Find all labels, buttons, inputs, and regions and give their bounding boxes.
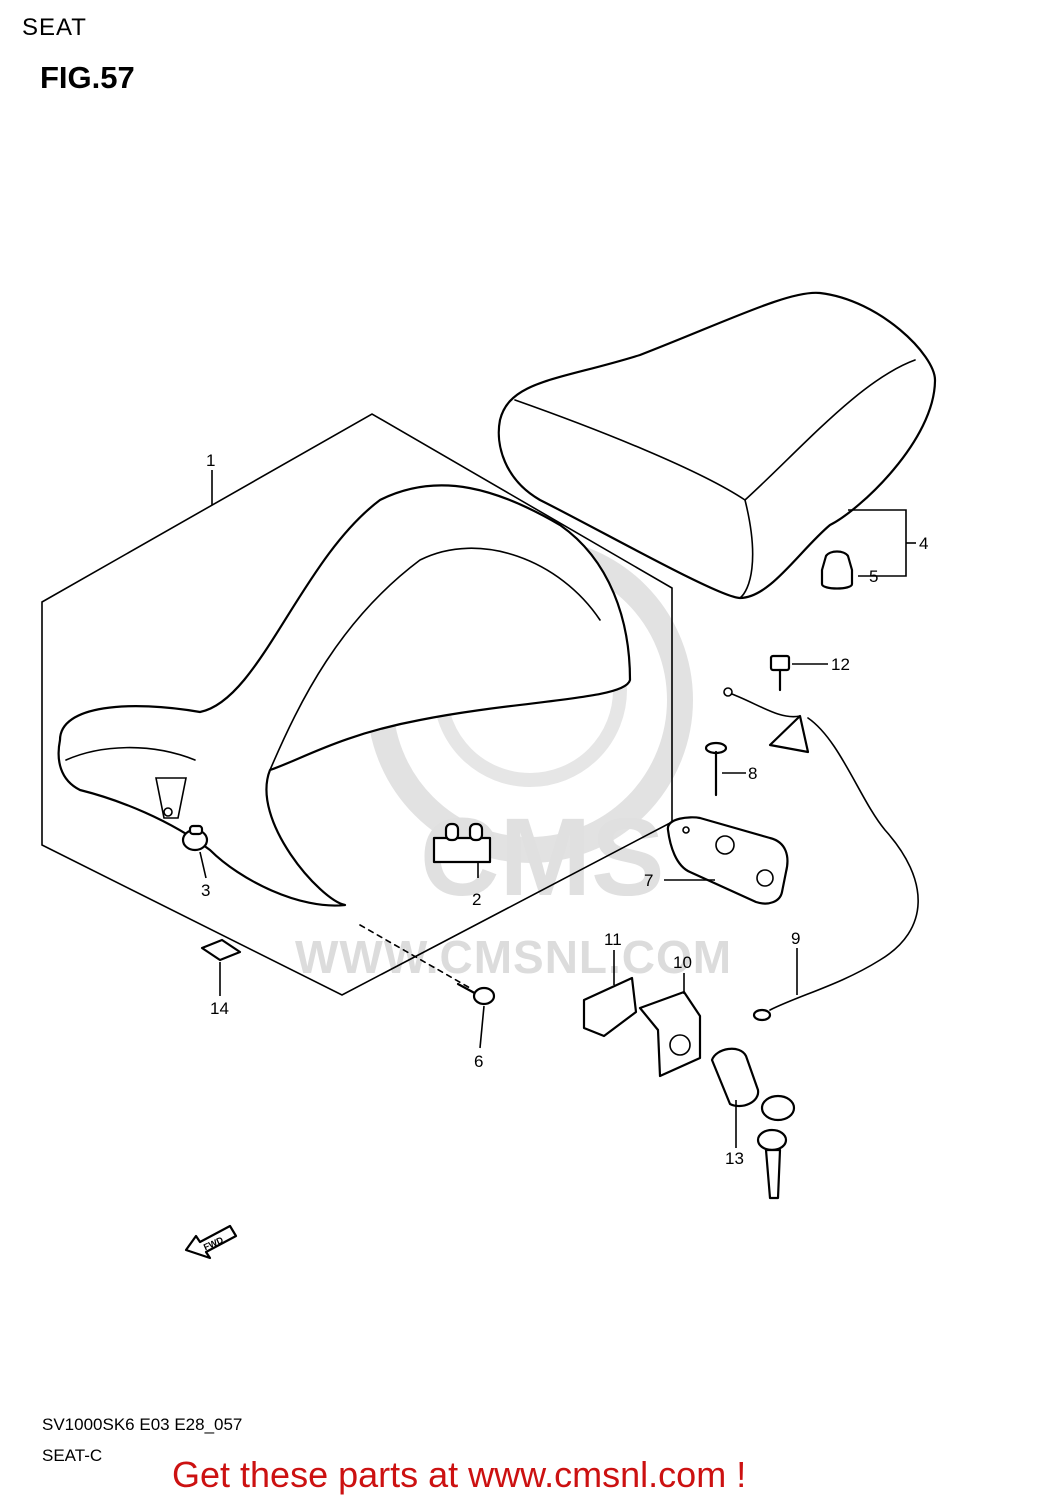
parts-link[interactable]: Get these parts at www.cmsnl.com ! — [172, 1454, 747, 1495]
part-8-screw[interactable] — [704, 741, 728, 797]
callout-10: 10 — [673, 953, 692, 972]
callout-5: 5 — [869, 567, 878, 586]
part-5-cushion-bumper[interactable] — [820, 550, 854, 590]
callout-8: 8 — [748, 764, 757, 783]
callout-numbers: 1 2 3 4 5 6 7 8 9 10 11 12 13 14 — [201, 451, 928, 1168]
callout-2: 2 — [472, 890, 481, 909]
part-11-clip[interactable] — [582, 976, 638, 1038]
fwd-arrow-label: FWD — [202, 1235, 225, 1253]
callout-6: 6 — [474, 1052, 483, 1071]
model-code: SV1000SK6 E03 E28_057 — [42, 1415, 243, 1434]
callout-14: 14 — [210, 999, 229, 1018]
part-14-label[interactable] — [200, 938, 242, 962]
callout-7: 7 — [644, 871, 653, 890]
callout-3: 3 — [201, 881, 210, 900]
figure-number: FIG.57 — [40, 60, 135, 95]
part-6-bolt[interactable] — [359, 924, 496, 1006]
callout-9: 9 — [791, 929, 800, 948]
watermark-url: WWW.CMSNL.COM — [295, 931, 733, 983]
part-12-bolt[interactable] — [769, 654, 791, 692]
part-7-seat-lock[interactable] — [666, 816, 789, 905]
part-3-seat-cushion[interactable] — [181, 824, 209, 852]
part-4-rear-seat[interactable] — [497, 291, 937, 600]
callout-12: 12 — [831, 655, 850, 674]
part-10-bracket[interactable] — [638, 990, 702, 1078]
part-2-rubber-block[interactable] — [432, 822, 492, 864]
callout-11: 11 — [604, 930, 622, 949]
part-9-seat-cable[interactable] — [723, 687, 919, 1022]
section-title: SEAT — [22, 14, 87, 41]
callout-4: 4 — [919, 534, 928, 553]
fwd-arrow-icon: FWD — [184, 1224, 238, 1260]
diagram-subtitle: SEAT-C — [42, 1446, 103, 1465]
callout-13: 13 — [725, 1149, 744, 1168]
callout-1: 1 — [206, 451, 215, 470]
part-13-lock-set[interactable] — [710, 1047, 796, 1200]
leader-lines — [199, 470, 916, 1148]
